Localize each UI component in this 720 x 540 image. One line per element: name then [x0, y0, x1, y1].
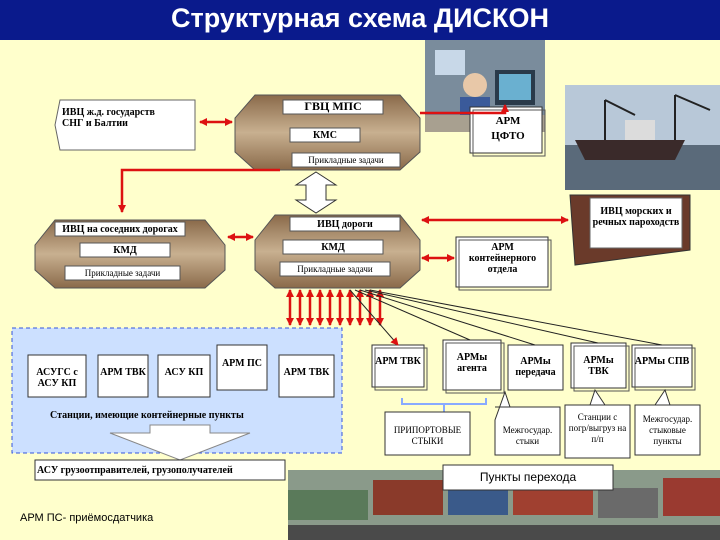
freight-train-photo: [288, 470, 720, 540]
big-double-arrow: [294, 171, 338, 214]
asu-gs-label: АСУГС с АСУ КП: [36, 367, 78, 389]
down-arrow-shape: [109, 424, 251, 461]
ivc-zhd-label: ИВЦ ж.д. государств СНГ и Балтии: [62, 107, 155, 129]
arm-cfto-label: АРМ ЦФТО: [491, 115, 525, 142]
stancii-pogr-label: Станции с погр/выгруз на п/п: [568, 412, 627, 444]
army-tvk-label: АРМы ТВК: [583, 355, 614, 377]
arm-tvk-1-label: АРМ ТВК: [100, 367, 146, 378]
gvc-mps-label: ГВЦ МПС: [304, 99, 362, 113]
prikladnye-top-label: Прикладные задачи: [308, 155, 384, 165]
mezhgos-1-callout: [494, 390, 561, 456]
mezhgos-2-label: Межгосудар. стыковые пункты: [642, 414, 693, 446]
army-spv-label: АРМы СПВ: [634, 356, 690, 367]
ivc-dorogi-label: ИВЦ дороги: [317, 219, 373, 230]
kmd-left-label: КМД: [113, 245, 137, 256]
ivc-sosed-label: ИВЦ на соседних дорогах: [62, 224, 178, 235]
page-title: Структурная схема ДИСКОН: [171, 3, 549, 33]
army-agenta-label: АРМы агента: [456, 352, 488, 374]
asu-kp-label: АСУ КП: [164, 367, 204, 378]
kmd-center-label: КМД: [321, 242, 345, 253]
stancii-pogr-callout: [564, 388, 631, 459]
army-peredacha-label: АРМы передача: [515, 356, 556, 378]
ivc-morskih-label: ИВЦ морских и речных пароходств: [592, 206, 680, 228]
kms-label: КМС: [313, 130, 337, 141]
prikladnye-center-label: Прикладные задачи: [297, 264, 373, 274]
arm-ps-note: АРМ ПС- приёмосдатчика: [20, 512, 154, 524]
priport-callout: [384, 411, 471, 456]
arm-ps-label: АРМ ПС: [221, 358, 263, 369]
priport-label: ПРИПОРТОВЫЕ СТЫКИ: [393, 425, 462, 446]
arm-tvk-r-label: АРМ ТВК: [375, 356, 421, 367]
port-photo: [565, 85, 720, 190]
mezhgos-1-label: Межгосудар. стыки: [502, 425, 553, 446]
prikladnye-left-label: Прикладные задачи: [84, 268, 161, 278]
ivc-zhd-shape: [54, 99, 196, 151]
punkty-label: Пункты перехода: [479, 470, 577, 484]
arm-tvk-2-label: АРМ ТВК: [283, 367, 330, 378]
title-bar: [0, 0, 720, 40]
asu-gruz-label: АСУ грузоотправителей, грузополучателей: [37, 465, 233, 476]
office-photo: [425, 40, 545, 132]
stancii-label: Станции, имеющие контейнерные пункты: [50, 410, 244, 421]
mezhgos-2-callout: [634, 388, 701, 456]
arm-konteyner-label: АРМ контейнерного отдела: [468, 242, 537, 275]
